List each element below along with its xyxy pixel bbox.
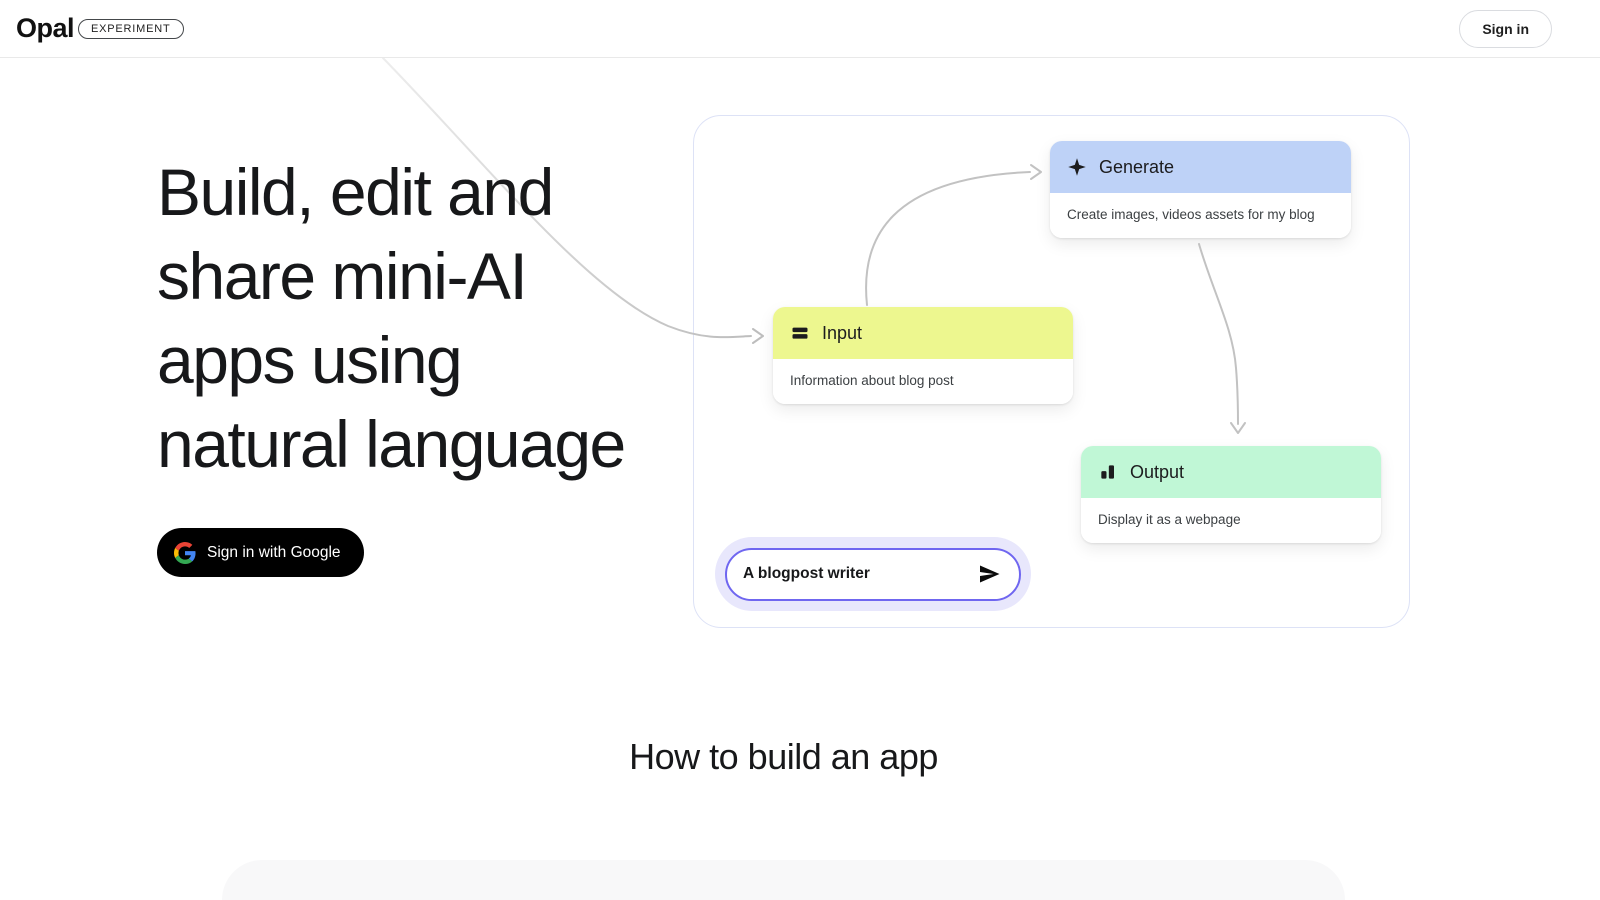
hero-heading-line: Build, edit and [157,155,554,229]
sign-in-button[interactable]: Sign in [1459,10,1552,48]
output-node-header: Output [1081,446,1381,498]
send-icon [980,565,1000,583]
generate-node-header: Generate [1050,141,1351,193]
sparkle-icon [1068,158,1086,176]
top-navbar: Opal EXPERIMENT Sign in [0,0,1600,58]
output-node-title: Output [1130,461,1185,482]
hero-heading-line: share mini-AI [157,239,528,313]
hero-heading-line: natural language [157,407,626,481]
sign-in-with-google-button[interactable]: Sign in with Google [157,528,364,577]
input-node: Input Information about blog post [773,307,1073,404]
experiment-badge: EXPERIMENT [78,19,184,39]
prompt-input[interactable] [743,565,966,583]
input-bars-icon [792,327,808,339]
hero-heading: Build, edit and share mini-AI apps using… [157,150,717,486]
generate-node-description: Create images, videos assets for my blog [1050,193,1351,238]
input-node-title: Input [822,322,863,343]
input-node-header: Input [773,307,1073,359]
output-node: Output Display it as a webpage [1081,446,1381,543]
how-to-build-heading: How to build an app [629,736,938,777]
prompt-pill[interactable] [725,547,1021,601]
send-button[interactable] [974,561,1004,587]
generate-node-title: Generate [1099,156,1175,177]
opal-logo[interactable]: Opal [16,13,75,43]
prompt-pill-halo [715,537,1031,611]
google-button-label: Sign in with Google [207,543,341,561]
google-g-icon [174,541,196,564]
bar-chart-icon [1101,465,1114,479]
output-node-description: Display it as a webpage [1081,498,1381,543]
how-to-panel [222,860,1345,900]
input-node-description: Information about blog post [773,359,1073,404]
workflow-demo-card: Generate Create images, videos assets fo… [693,115,1410,628]
generate-node: Generate Create images, videos assets fo… [1050,141,1351,238]
hero-heading-line: apps using [157,323,463,397]
